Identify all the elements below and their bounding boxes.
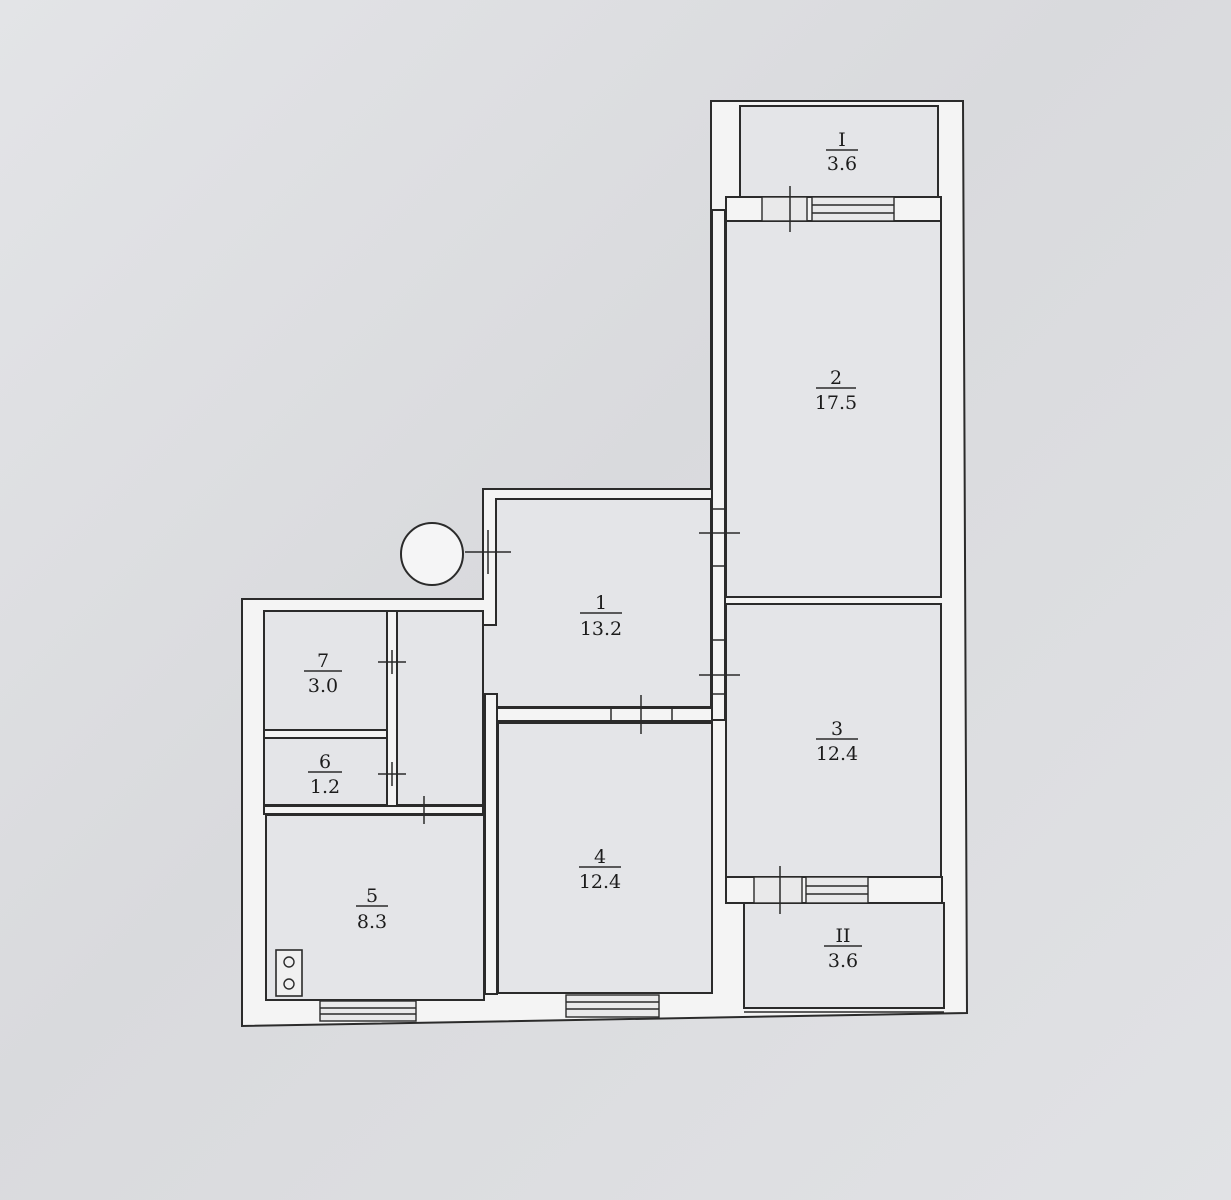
door-bal1: [761, 186, 808, 232]
balcony-1-floor: [739, 105, 939, 198]
label-room-2: 2 17.5: [815, 367, 857, 414]
room-number: 6: [319, 751, 331, 773]
door-bal2: [753, 866, 803, 914]
door-markers: [378, 508, 740, 824]
label-room-3: 3 12.4: [816, 718, 858, 765]
window-bal1: [811, 196, 895, 222]
window-room-4: [565, 994, 660, 1018]
room-number: 7: [317, 650, 329, 672]
label-room-1: 1 13.2: [580, 592, 622, 640]
label-room-6: 6 1.2: [308, 751, 342, 798]
room-number: 2: [830, 367, 842, 389]
room-2-floor: [725, 220, 942, 598]
room-area: 12.4: [579, 871, 621, 893]
label-room-4: 4 12.4: [579, 846, 621, 893]
room-number: I: [838, 129, 846, 151]
room-area: 13.2: [580, 618, 622, 640]
room-4-floor: [497, 722, 713, 994]
wall-hall-4: [484, 693, 498, 995]
balcony-2-floor: [743, 902, 945, 1009]
wall-1-2: [711, 209, 726, 721]
hall-floor: [263, 610, 484, 806]
label-balcony-2: II 3.6: [824, 925, 862, 972]
room-area: 8.3: [357, 911, 387, 933]
entrance-circle-icon: [400, 522, 464, 586]
room-area: 3.6: [828, 950, 858, 972]
wall-1-4: [495, 707, 713, 722]
wall-7-6: [263, 729, 388, 739]
wall-6-5: [263, 805, 484, 815]
room-number: 5: [366, 885, 378, 907]
window-bal2-outer: [744, 1007, 944, 1013]
room-number: II: [835, 925, 850, 947]
room-area: 3.0: [308, 675, 338, 697]
stove-icon: [275, 949, 303, 997]
room-3-floor: [725, 603, 942, 878]
room-area: 12.4: [816, 743, 858, 765]
room-number: 4: [594, 846, 606, 868]
room-area: 3.6: [827, 153, 857, 175]
label-room-7: 7 3.0: [304, 650, 342, 697]
room-number: 3: [831, 718, 843, 740]
label-balcony-1: I 3.6: [826, 129, 858, 175]
window-bal2: [805, 876, 869, 904]
room-area: 17.5: [815, 392, 857, 414]
label-room-5: 5 8.3: [356, 885, 388, 933]
room-number: 1: [595, 592, 607, 614]
room-area: 1.2: [310, 776, 340, 798]
window-room-5: [319, 1000, 417, 1022]
